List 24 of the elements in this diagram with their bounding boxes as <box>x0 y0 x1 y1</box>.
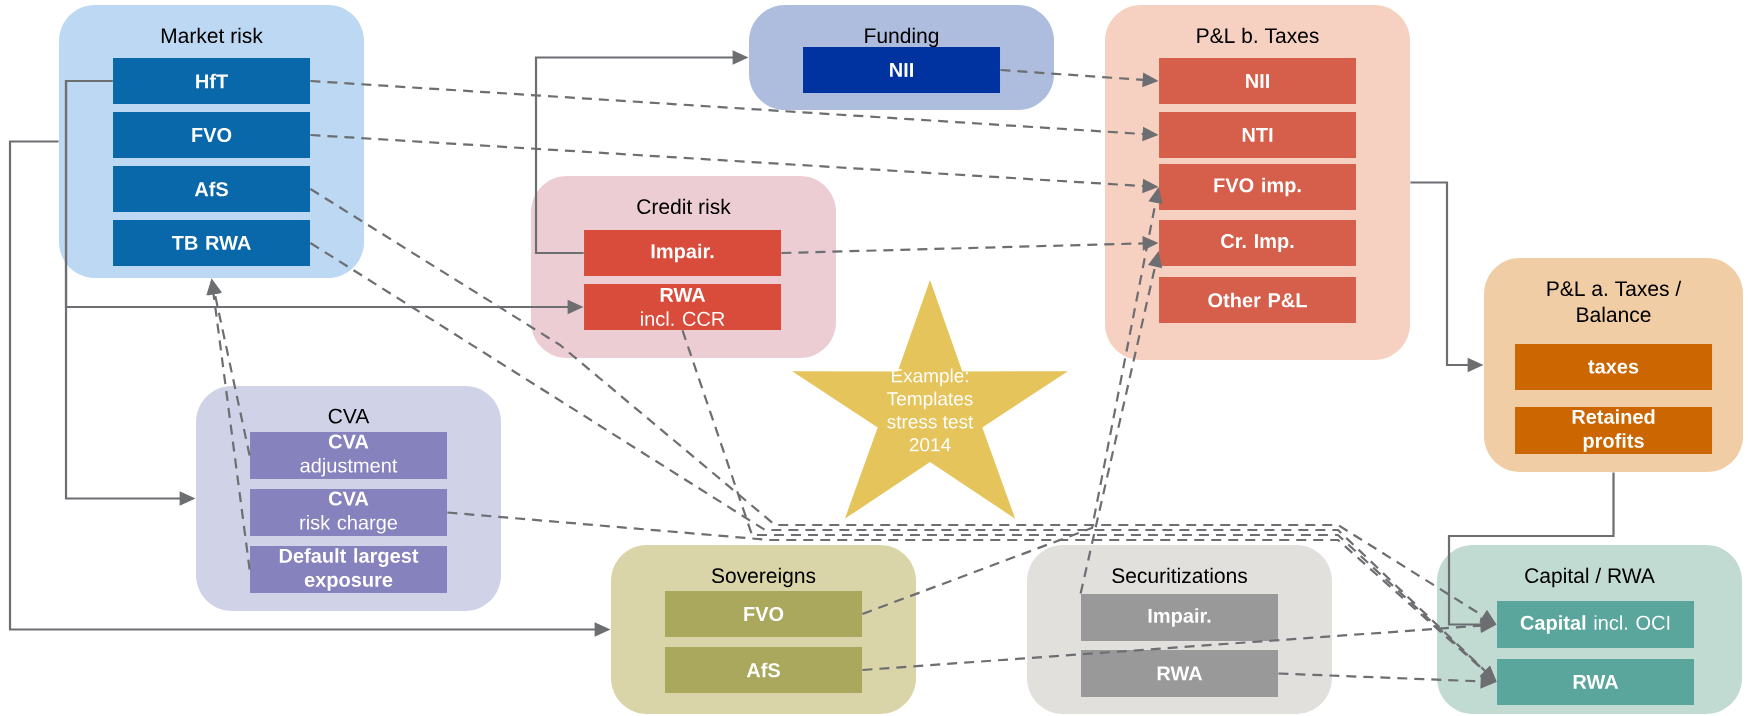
item-box: Retained profits <box>1515 407 1712 454</box>
item-box: HfT <box>113 58 310 104</box>
item-box: AfS <box>113 166 310 212</box>
item-box: CVA adjustment <box>250 432 447 479</box>
item-box: AfS <box>665 647 862 693</box>
item-box: RWA <box>1081 650 1278 697</box>
item-box: RWA incl. CCR <box>584 284 781 330</box>
item-box: Cr. Imp. <box>1159 220 1356 266</box>
item-box: FVO <box>113 112 310 158</box>
item-box: Capital incl. OCI <box>1497 601 1694 648</box>
item-box: NII <box>1159 58 1356 104</box>
item-box: FVO imp. <box>1159 164 1356 210</box>
star-badge: Example: Templates stress test 2014 <box>792 280 1068 519</box>
item-box: Impair. <box>1081 594 1278 641</box>
item-box: Default largest exposure <box>250 546 447 593</box>
item-box: Impair. <box>584 230 781 276</box>
item-box: FVO <box>665 591 862 637</box>
item-box: RWA <box>1497 659 1694 705</box>
item-box: taxes <box>1515 344 1712 390</box>
item-box: NTI <box>1159 112 1356 158</box>
item-box: CVA risk charge <box>250 489 447 536</box>
item-box: Other P&L <box>1159 277 1356 323</box>
item-box: NII <box>803 47 1000 93</box>
item-box: TB RWA <box>113 220 310 266</box>
